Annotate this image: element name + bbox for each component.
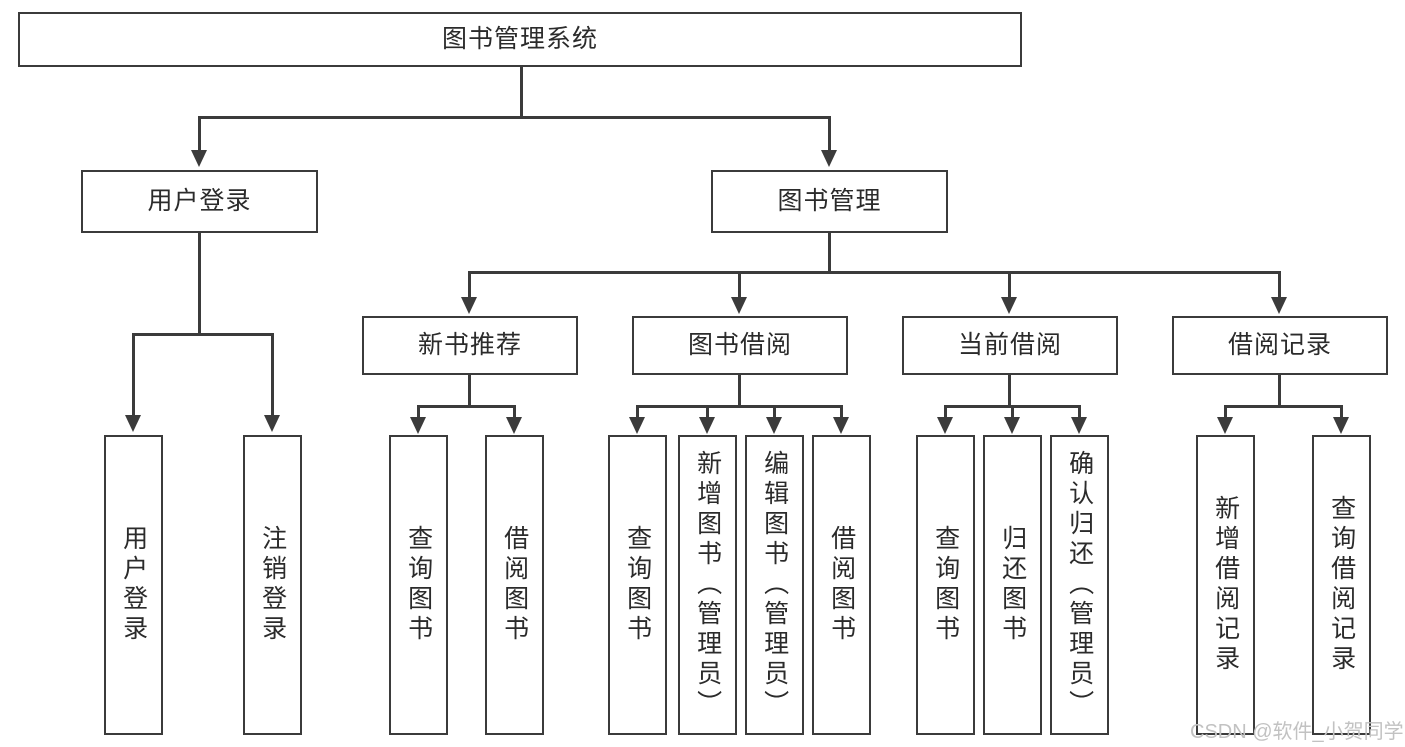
leaf-current-borrow-query[interactable]: 查询图书 xyxy=(916,435,975,735)
node-root-library-system[interactable]: 图书管理系统 xyxy=(18,12,1022,67)
connector-new-book-trunk xyxy=(468,375,471,407)
connector-borrow-record-trunk xyxy=(1278,375,1281,407)
connector-current-borrow-to-leaf-2 xyxy=(1011,405,1014,419)
arrowhead-book-borrow-leaf-3 xyxy=(766,417,782,434)
arrowhead-user-login-leaf-2 xyxy=(264,415,280,432)
arrowhead-borrow-record-leaf-2 xyxy=(1333,417,1349,434)
leaf-current-borrow-confirm[interactable]: 确认归还（管理员） xyxy=(1050,435,1109,735)
arrowhead-book-borrow-leaf-1 xyxy=(629,417,645,434)
node-label: 新书推荐 xyxy=(417,331,522,360)
connector-user-login-to-leaf-2 xyxy=(271,333,274,417)
arrowhead-new-book-leaf-2 xyxy=(506,417,522,434)
arrowhead-new-book-leaf-1 xyxy=(410,417,426,434)
leaf-user-login-signout[interactable]: 注销登录 xyxy=(243,435,302,735)
node-user-login[interactable]: 用户登录 xyxy=(81,170,318,233)
node-current-borrow[interactable]: 当前借阅 xyxy=(902,316,1118,375)
connector-user-login-trunk xyxy=(198,233,201,335)
leaf-book-borrow-add[interactable]: 新增图书（管理员） xyxy=(678,435,737,735)
arrowhead-current-borrow-leaf-3 xyxy=(1071,417,1087,434)
connector-current-borrow-to-leaf-3 xyxy=(1078,405,1081,419)
connector-book-manage-to-current xyxy=(1008,271,1011,299)
connector-root-to-user-login xyxy=(198,116,201,152)
node-label: 借阅图书 xyxy=(500,525,529,645)
node-label: 图书借阅 xyxy=(687,331,792,360)
connector-current-borrow-to-leaf-1 xyxy=(944,405,947,419)
node-label: 图书管理 xyxy=(777,187,882,216)
connector-borrow-record-to-leaf-1 xyxy=(1224,405,1227,419)
connector-new-book-bar xyxy=(418,405,516,408)
node-label: 借阅记录 xyxy=(1227,331,1332,360)
watermark-text: CSDN @软件_小贺同学 xyxy=(1190,721,1404,743)
node-label: 确认归还（管理员） xyxy=(1065,450,1094,720)
node-label: 图书管理系统 xyxy=(441,25,598,54)
connector-book-borrow-trunk xyxy=(738,375,741,407)
arrowhead-user-login-leaf-1 xyxy=(125,415,141,432)
node-label: 新增借阅记录 xyxy=(1211,495,1240,675)
arrowhead-borrow-record-leaf-1 xyxy=(1217,417,1233,434)
node-new-book-recommend[interactable]: 新书推荐 xyxy=(362,316,578,375)
node-label: 查询图书 xyxy=(623,525,652,645)
arrowhead-root-to-book-manage xyxy=(821,150,837,167)
leaf-book-borrow-lend[interactable]: 借阅图书 xyxy=(812,435,871,735)
leaf-borrow-record-add[interactable]: 新增借阅记录 xyxy=(1196,435,1255,735)
node-label: 查询借阅记录 xyxy=(1327,495,1356,675)
connector-current-borrow-trunk xyxy=(1008,375,1011,407)
node-borrow-record[interactable]: 借阅记录 xyxy=(1172,316,1388,375)
leaf-current-borrow-return[interactable]: 归还图书 xyxy=(983,435,1042,735)
connector-book-manage-to-borrow xyxy=(738,271,741,299)
leaf-borrow-record-query[interactable]: 查询借阅记录 xyxy=(1312,435,1371,735)
leaf-book-borrow-edit[interactable]: 编辑图书（管理员） xyxy=(745,435,804,735)
node-label: 用户登录 xyxy=(147,187,252,216)
connector-borrow-record-to-leaf-2 xyxy=(1340,405,1343,419)
connector-book-borrow-to-leaf-1 xyxy=(636,405,639,419)
arrowhead-book-manage-new-book xyxy=(461,297,477,314)
arrowhead-current-borrow-leaf-1 xyxy=(937,417,953,434)
node-label: 归还图书 xyxy=(998,525,1027,645)
connector-new-book-to-leaf-2 xyxy=(513,405,516,419)
connector-book-manage-to-new-book xyxy=(468,271,471,299)
node-book-management[interactable]: 图书管理 xyxy=(711,170,948,233)
leaf-new-book-query[interactable]: 查询图书 xyxy=(389,435,448,735)
node-label: 借阅图书 xyxy=(827,525,856,645)
arrowhead-book-borrow-leaf-4 xyxy=(833,417,849,434)
leaf-new-book-borrow[interactable]: 借阅图书 xyxy=(485,435,544,735)
connector-book-borrow-bar xyxy=(637,405,842,408)
connector-book-borrow-to-leaf-2 xyxy=(706,405,709,419)
connector-new-book-to-leaf-1 xyxy=(417,405,420,419)
arrowhead-book-borrow-leaf-2 xyxy=(699,417,715,434)
node-book-borrow[interactable]: 图书借阅 xyxy=(632,316,848,375)
arrowhead-book-manage-record xyxy=(1271,297,1287,314)
connector-user-login-bar xyxy=(133,333,273,336)
node-label: 注销登录 xyxy=(258,525,287,645)
connector-book-manage-to-record xyxy=(1278,271,1281,299)
arrowhead-book-manage-current xyxy=(1001,297,1017,314)
node-label: 新增图书（管理员） xyxy=(693,450,722,720)
node-label: 当前借阅 xyxy=(957,331,1062,360)
connector-book-manage-bar xyxy=(469,271,1280,274)
connector-book-borrow-to-leaf-3 xyxy=(773,405,776,419)
connector-root-trunk xyxy=(520,67,523,118)
leaf-user-login-signin[interactable]: 用户登录 xyxy=(104,435,163,735)
node-label: 编辑图书（管理员） xyxy=(760,450,789,720)
connector-root-to-book-manage xyxy=(828,116,831,152)
arrowhead-current-borrow-leaf-2 xyxy=(1004,417,1020,434)
arrowhead-root-to-user-login xyxy=(191,150,207,167)
node-label: 查询图书 xyxy=(931,525,960,645)
node-label: 查询图书 xyxy=(404,525,433,645)
leaf-book-borrow-query[interactable]: 查询图书 xyxy=(608,435,667,735)
connector-book-borrow-to-leaf-4 xyxy=(840,405,843,419)
connector-book-manage-trunk xyxy=(828,233,831,273)
connector-root-bar xyxy=(199,116,831,119)
connector-borrow-record-bar xyxy=(1225,405,1342,408)
connector-user-login-to-leaf-1 xyxy=(132,333,135,417)
node-label: 用户登录 xyxy=(119,525,148,645)
arrowhead-book-manage-borrow xyxy=(731,297,747,314)
